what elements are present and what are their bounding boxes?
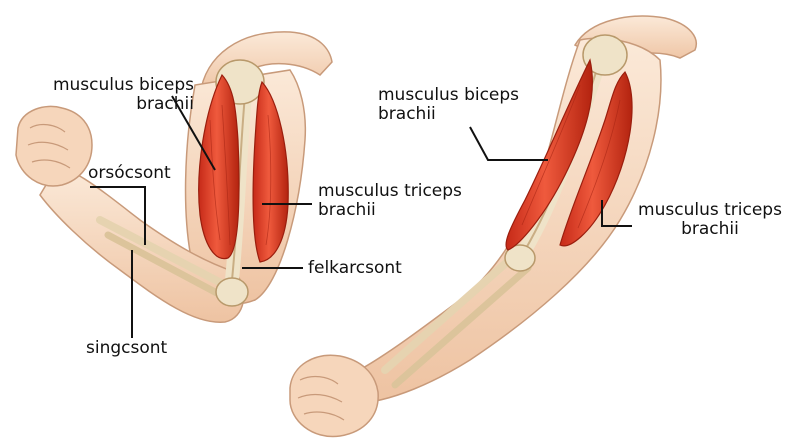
label-left-triceps: musculus triceps brachii [318, 182, 462, 220]
label-left-radius: orsócsont [88, 164, 171, 183]
label-right-triceps: musculus triceps brachii [630, 201, 790, 239]
label-right-triceps-line2: brachii [630, 220, 790, 239]
label-right-biceps-line1: musculus biceps [378, 86, 519, 105]
leader-right-biceps [470, 127, 548, 160]
label-left-ulna: singcsont [86, 339, 167, 358]
label-right-biceps-line2: brachii [378, 105, 519, 124]
label-left-radius-text: orsócsont [88, 164, 171, 183]
label-left-ulna-text: singcsont [86, 339, 167, 358]
label-left-triceps-line1: musculus triceps [318, 182, 462, 201]
label-left-biceps-line2: brachii [28, 95, 194, 114]
label-right-triceps-line1: musculus triceps [630, 201, 790, 220]
label-right-biceps: musculus biceps brachii [378, 86, 519, 124]
left-elbow-joint [216, 278, 248, 306]
label-left-biceps-line1: musculus biceps [28, 76, 194, 95]
label-left-biceps: musculus biceps brachii [28, 76, 194, 114]
label-left-humerus: felkarcsont [308, 259, 402, 278]
label-left-humerus-text: felkarcsont [308, 259, 402, 278]
left-fist [16, 106, 92, 186]
label-left-triceps-line2: brachii [318, 201, 462, 220]
